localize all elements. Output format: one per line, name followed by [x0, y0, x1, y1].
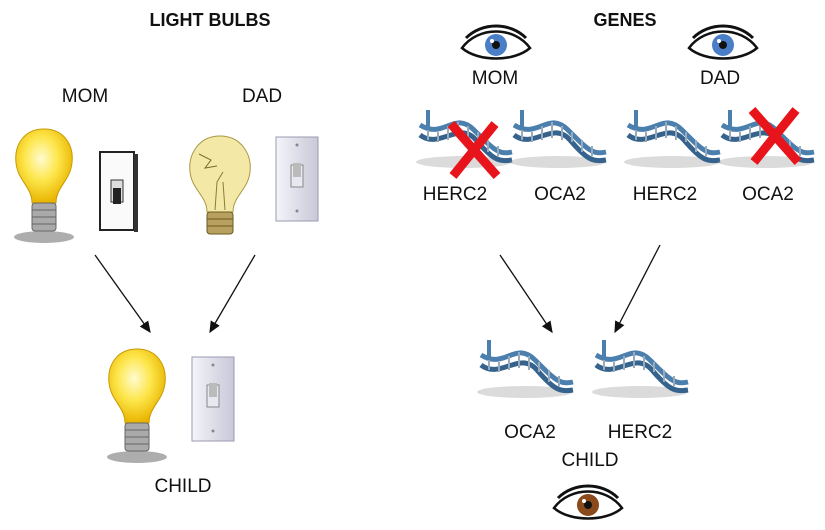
arrow [614, 244, 661, 334]
child-gene-label: HERC2 [607, 422, 673, 443]
light-bulbs-title: LIGHT BULBS [149, 10, 271, 30]
light-bulbs-dad-label: DAD [241, 86, 283, 107]
arrow [94, 254, 151, 334]
arrow [209, 254, 256, 334]
genes-child-label: CHILD [561, 450, 619, 471]
dad-gene-label: HERC2 [632, 184, 698, 205]
dad-gene-label: OCA2 [742, 184, 794, 205]
light-bulbs-mom-label: MOM [61, 86, 109, 107]
light-bulbs-child-label: CHILD [154, 476, 212, 497]
mom-gene-label: HERC2 [422, 184, 488, 205]
mom-gene-label: OCA2 [534, 184, 586, 205]
genes-title: GENES [593, 10, 657, 30]
genes-mom-label: MOM [471, 68, 519, 89]
genes-dad-label: DAD [699, 68, 741, 89]
child-gene-label: OCA2 [504, 422, 556, 443]
arrow [499, 254, 553, 334]
